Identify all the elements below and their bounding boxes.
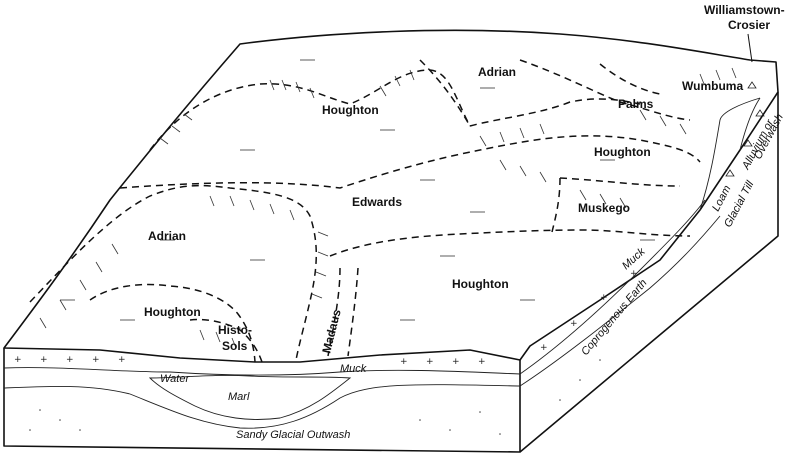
svg-text:+: + [540,343,548,353]
label-sandy-outwash: Sandy Glacial Outwash [236,429,350,441]
label-edwards: Edwards [352,195,402,209]
svg-text:+: + [14,355,22,365]
surface-dash-marks [60,59,655,321]
label-houghton-right: Houghton [594,145,651,159]
label-houghton-lower-left: Houghton [144,305,201,319]
soil-boundaries [29,59,701,363]
label-palms: Palms [618,97,654,111]
svg-text:+: + [118,355,126,365]
alluvium-markers [725,81,765,177]
williamstown-leader [747,33,753,63]
block-outline [3,29,779,453]
outwash-stipple [29,359,601,435]
label-histo: Histo- [218,323,252,337]
svg-text:+: + [40,355,48,365]
label-marl: Marl [228,391,250,403]
svg-text:+: + [478,357,486,367]
front-outwash-line [3,384,521,429]
right-till-line [699,97,761,211]
right-alluvium-line [739,97,761,151]
svg-text:+: + [452,357,460,367]
muck-plus-marks: + + + + + + + + + + + + + [14,269,638,367]
svg-text:+: + [570,319,578,329]
label-sols: Sols [222,339,248,353]
right-coprogenous-line [519,215,721,387]
label-muck-front: Muck [340,363,367,375]
svg-text:+: + [600,293,608,303]
surface-hatching [39,67,737,349]
svg-text:+: + [66,355,74,365]
label-adrian-left: Adrian [148,229,186,243]
svg-text:+: + [400,357,408,367]
label-adrian-top: Adrian [478,65,516,79]
svg-text:+: + [92,355,100,365]
label-crosier: Crosier [728,18,770,32]
label-water: Water [160,373,190,385]
svg-text:+: + [426,357,434,367]
label-madaus: Madaus [319,308,343,355]
marl-lens [148,374,352,420]
label-houghton-bottom: Houghton [452,277,509,291]
soil-labels: Adrian Houghton Williamstown- Crosier Wu… [144,3,785,355]
right-muck-line [519,199,706,375]
label-wumbuma: Wumbuma [682,79,743,93]
top-surface-edge [3,29,779,363]
label-houghton-top: Houghton [322,103,379,117]
front-face [3,348,521,453]
label-muskego: Muskego [578,201,630,215]
front-muck-layer-line [3,367,521,376]
label-williamstown: Williamstown- [704,3,785,17]
right-face [519,92,779,453]
svg-text:+: + [630,269,638,279]
